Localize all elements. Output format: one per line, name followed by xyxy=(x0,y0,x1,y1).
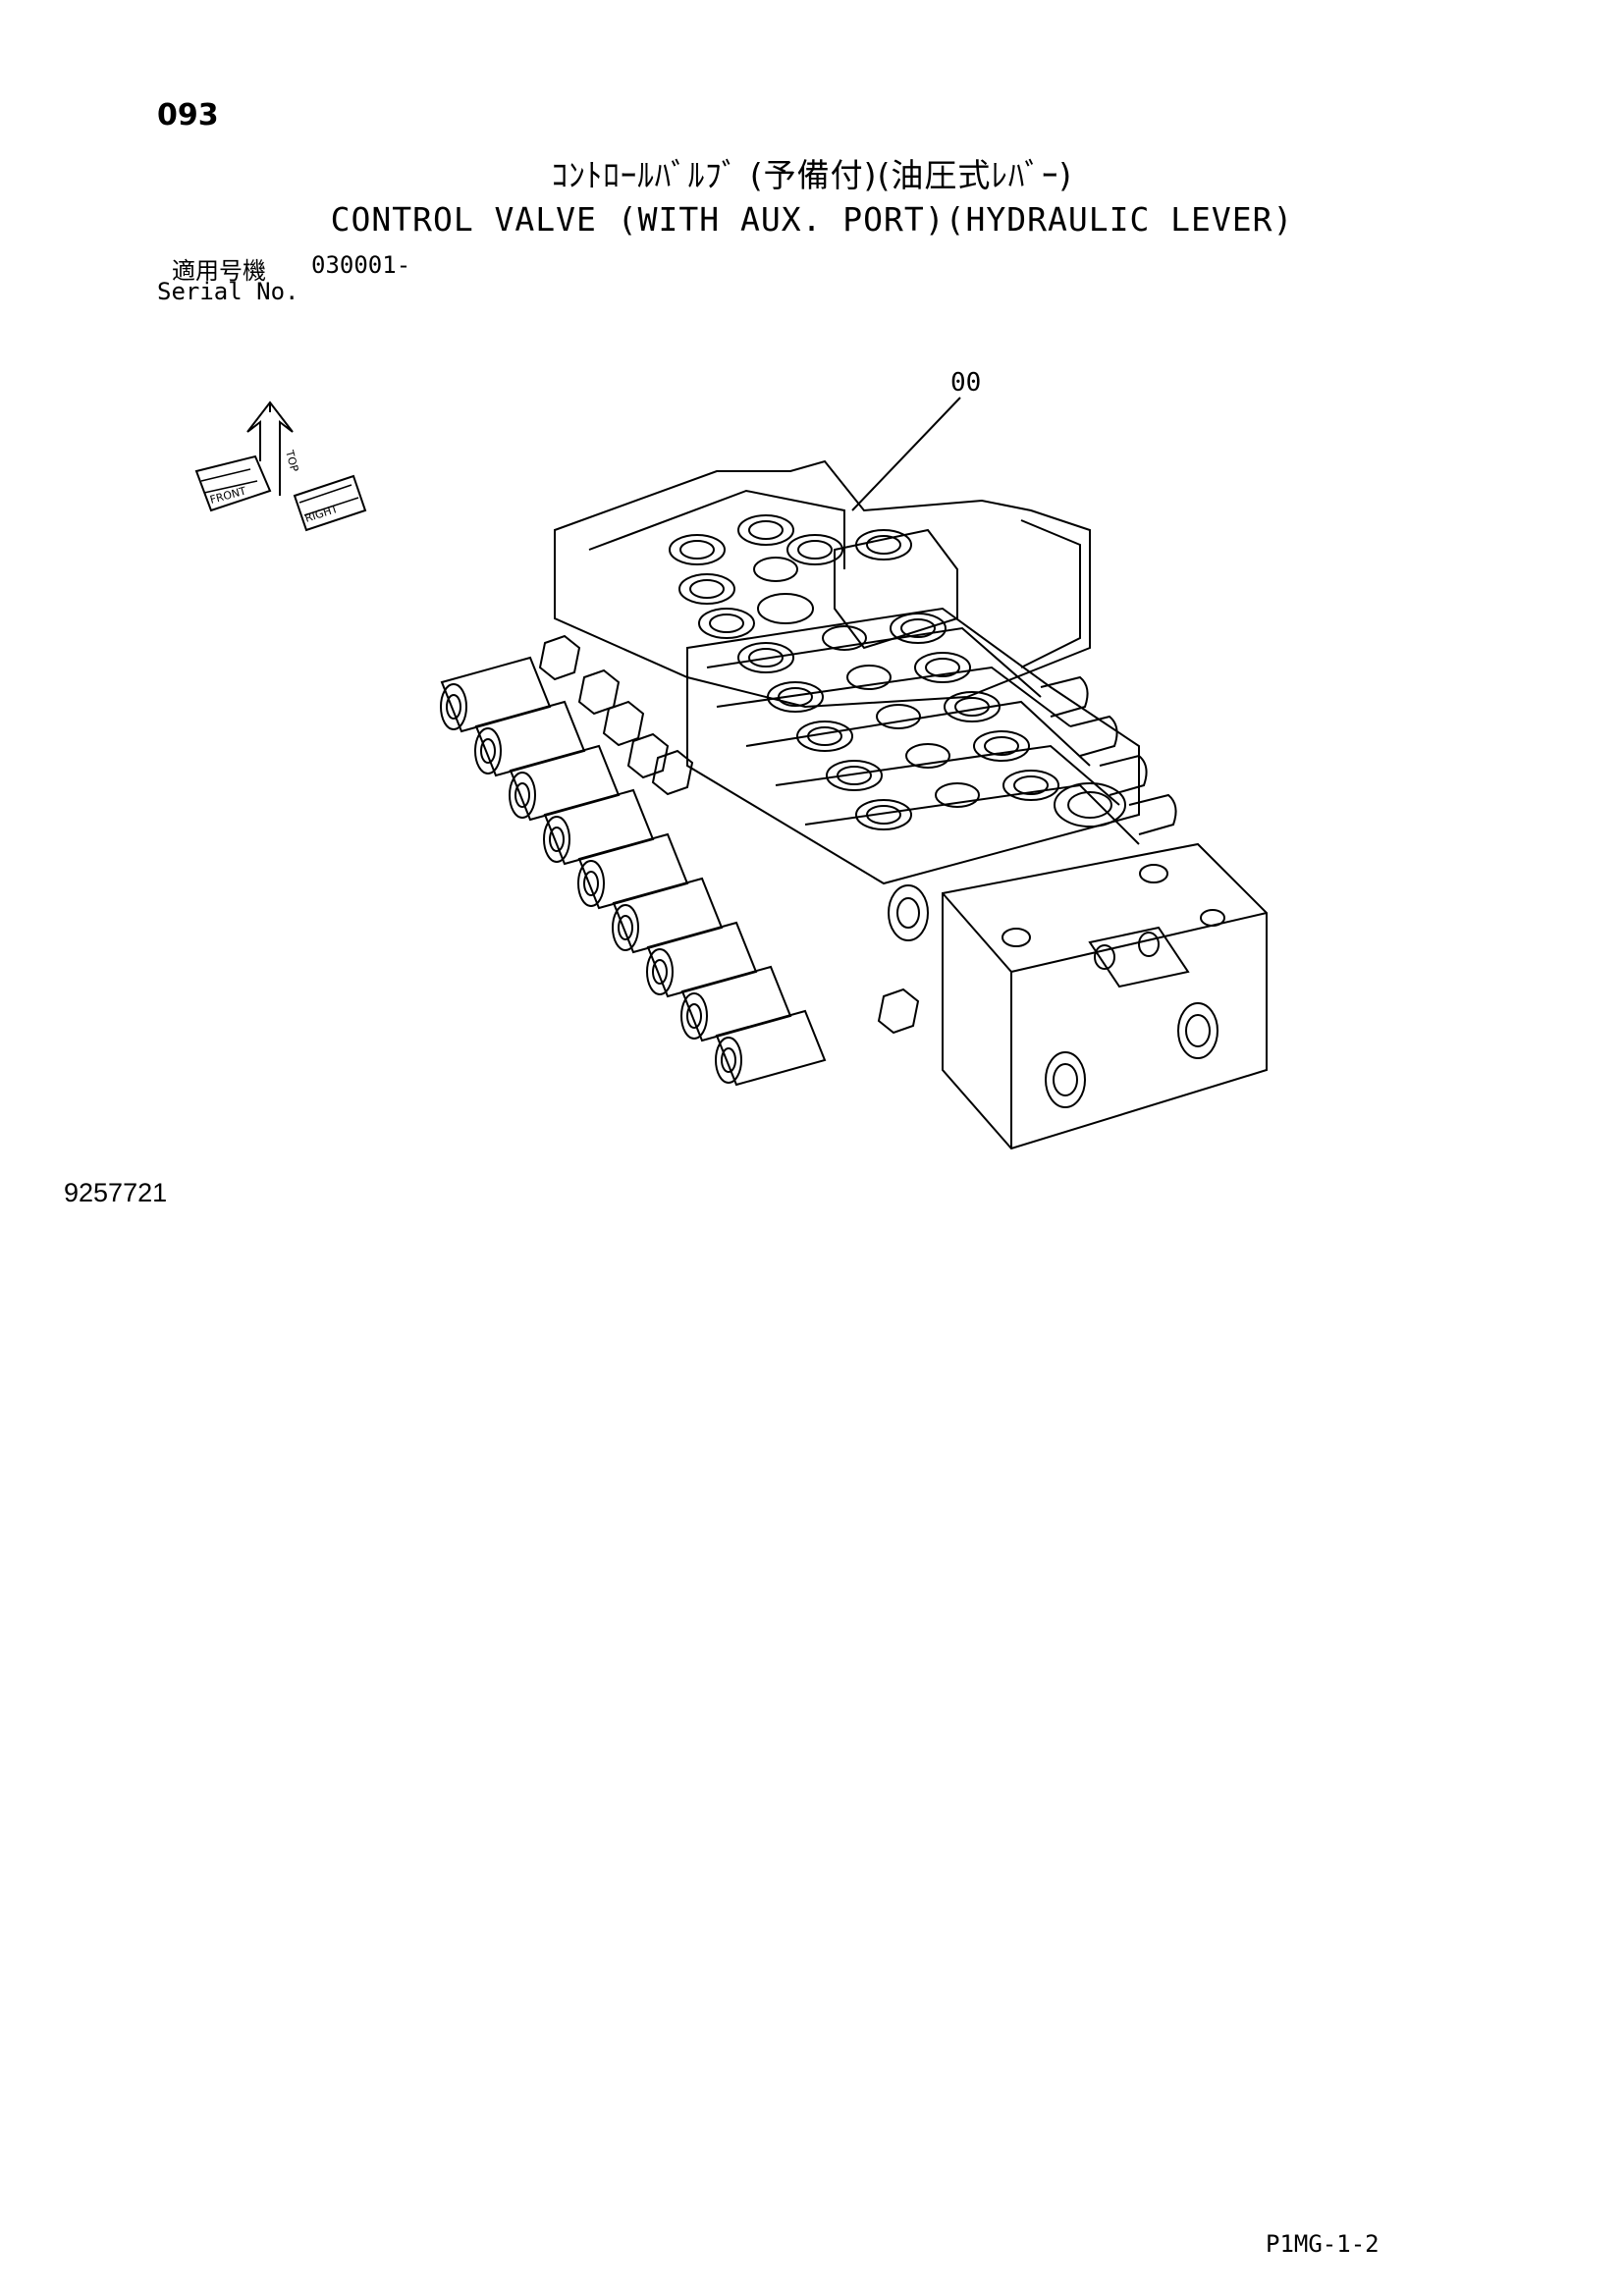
valve-section-stack xyxy=(686,607,1140,885)
right-spool-caps xyxy=(1040,675,1177,835)
left-spool-housings xyxy=(440,656,827,1087)
page-title-english: CONTROL VALVE (WITH AUX. PORT)(HYDRAULIC… xyxy=(330,200,1294,239)
page-code: P1MG-1-2 xyxy=(1266,2230,1380,2258)
serial-label-japanese: 適用号機 xyxy=(172,257,266,285)
page-number: 093 xyxy=(157,98,219,133)
valve-upper-housing xyxy=(554,459,1091,709)
callout-00: 00 xyxy=(851,368,981,511)
orientation-label-top: TOP xyxy=(283,448,301,473)
hex-fittings xyxy=(538,634,920,1035)
callout-label: 00 xyxy=(950,368,981,398)
valve-end-block xyxy=(888,842,1268,1150)
page-title-japanese: ｺﾝﾄﾛｰﾙﾊﾞﾙﾌﾞ (予備付)(油圧式ﾚﾊﾞｰ) xyxy=(551,156,1073,194)
serial-number-value: 030001- xyxy=(311,251,411,279)
orientation-indicator: FRONT TOP RIGHT xyxy=(194,400,367,532)
drawing-number: 9257721 xyxy=(64,1178,168,1207)
serial-label-english: Serial No. xyxy=(157,278,299,305)
